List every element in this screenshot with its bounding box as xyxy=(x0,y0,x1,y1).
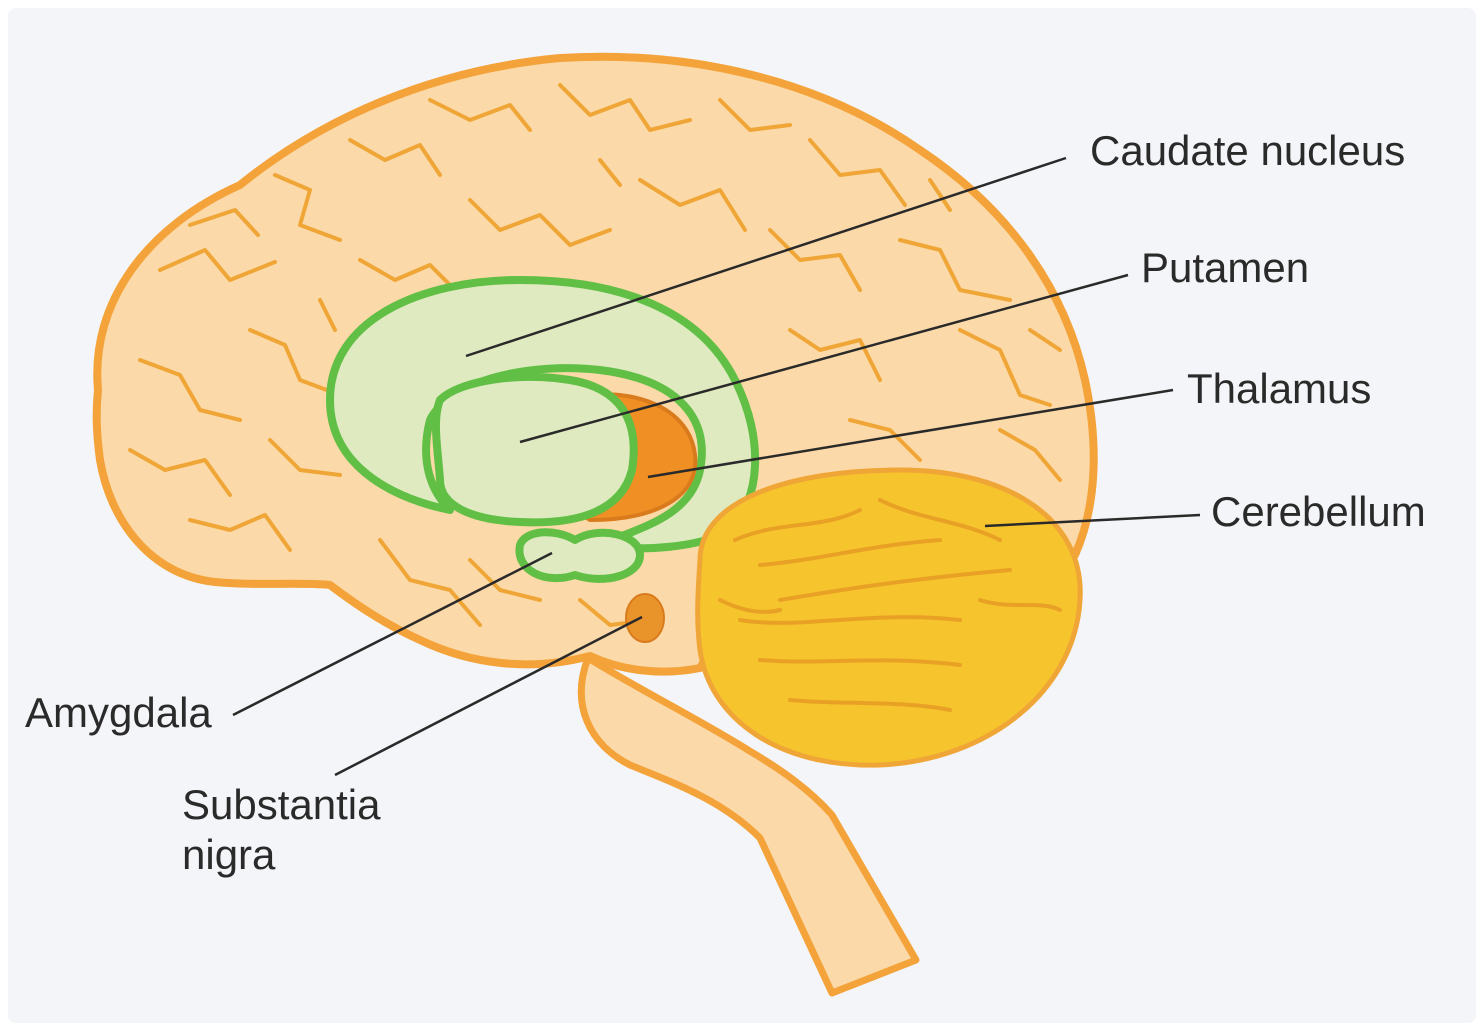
label-substantia-nigra-line1: Substantia xyxy=(182,780,380,830)
substantia-nigra xyxy=(626,594,664,642)
label-amygdala: Amygdala xyxy=(25,688,212,738)
putamen xyxy=(436,377,634,522)
label-caudate-nucleus: Caudate nucleus xyxy=(1090,126,1405,176)
label-substantia-nigra: Substantia nigra xyxy=(182,780,380,879)
amygdala xyxy=(519,532,640,579)
label-substantia-nigra-line2: nigra xyxy=(182,830,380,880)
label-putamen: Putamen xyxy=(1141,243,1309,293)
label-thalamus: Thalamus xyxy=(1187,364,1371,414)
label-cerebellum: Cerebellum xyxy=(1211,487,1426,537)
